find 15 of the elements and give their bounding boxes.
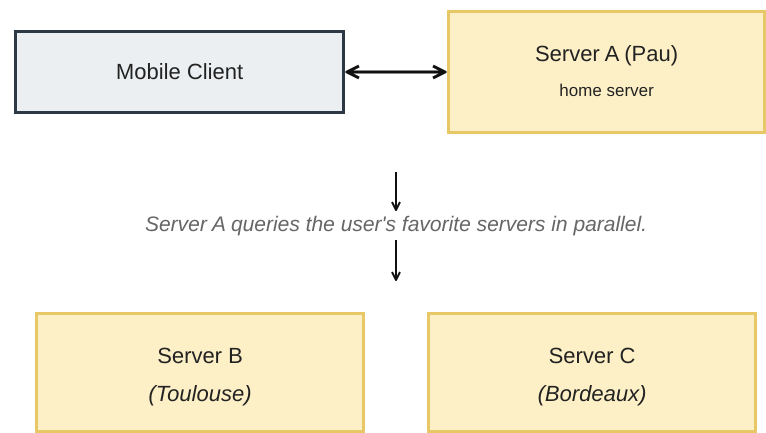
server-location: (Bordeaux) (538, 381, 646, 407)
client-name: Mobile Client (116, 59, 244, 85)
server-name: Server A (Pau) (534, 41, 678, 67)
server-box (427, 312, 757, 433)
server-name: Server B (157, 343, 243, 369)
arrow (346, 64, 446, 80)
server-name: Server C (548, 343, 636, 369)
server-location: (Toulouse) (148, 381, 252, 407)
arrow (391, 240, 401, 281)
client-box (14, 30, 345, 114)
server-box (35, 312, 365, 433)
server-role: home server (559, 81, 654, 101)
arrow (391, 172, 401, 211)
note-text: Server A queries the user's favorite servers in parallel. (60, 212, 732, 238)
server-box (447, 10, 766, 134)
